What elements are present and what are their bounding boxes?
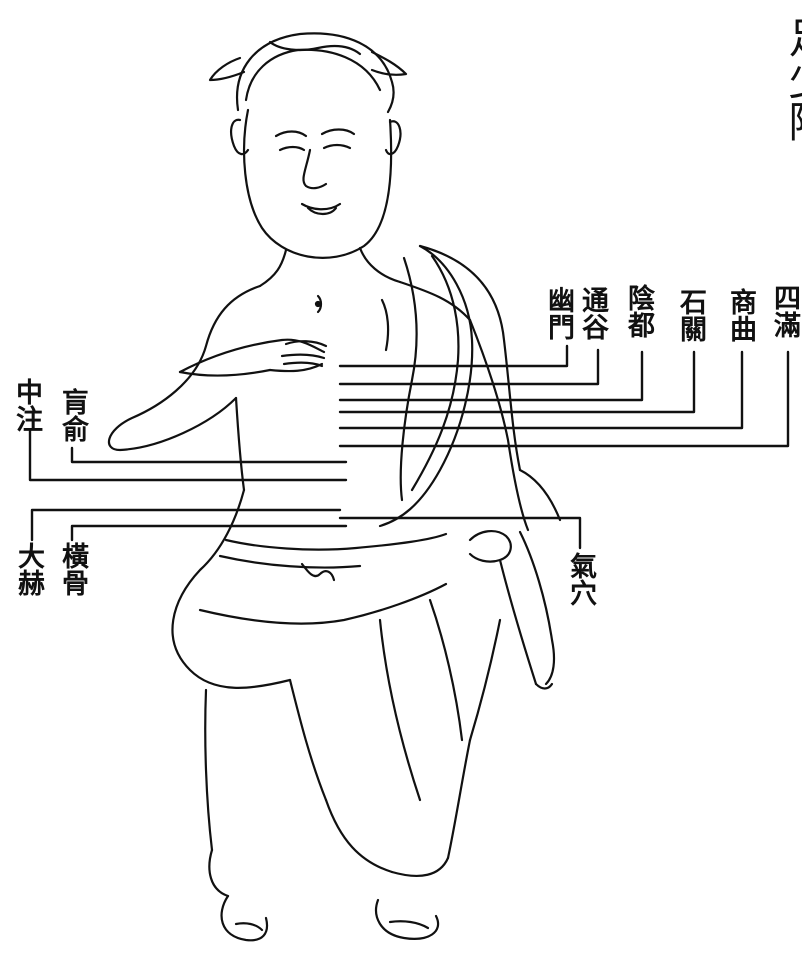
label-zhong-zhu: 中注 [12,378,40,432]
line-huang-shu [72,448,346,462]
label-shang-qu: 商曲 [726,288,754,342]
label-shi-guan: 石關 [676,288,704,342]
garment-lower [172,490,500,896]
label-tong-gu: 通谷 [578,286,606,340]
line-heng-gu [72,526,346,540]
label-si-man: 四滿 [770,284,798,338]
hand-right [470,531,554,688]
label-huang-shu: 肓俞 [58,388,86,442]
label-da-he: 大赫 [14,542,42,596]
feet [222,896,439,940]
line-qi-xue [340,518,580,548]
label-yin-du: 陰都 [624,284,652,338]
label-you-men: 幽門 [544,286,572,340]
torso [109,248,470,490]
corner-text-content: 足少陰 [784,16,802,142]
line-shang-qu [340,352,742,428]
hair [210,33,406,112]
line-you-men [340,346,567,366]
corner-text: 足少陰 [784,16,802,216]
label-qi-xue: 氣穴 [566,552,594,606]
drape [380,246,560,530]
head [231,110,400,258]
label-heng-gu: 橫骨 [58,542,86,596]
